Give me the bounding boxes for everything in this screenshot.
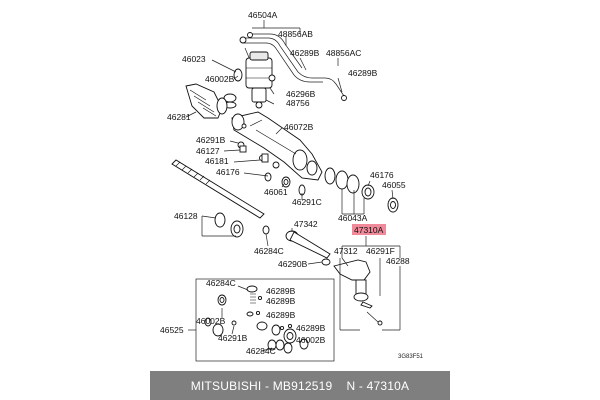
part-number: MB912519 <box>272 378 333 393</box>
valve-housing <box>245 51 276 109</box>
label-47310A[interactable]: 47310A <box>354 225 384 235</box>
label-kit-46284C-bottom[interactable]: 46284C <box>246 346 276 356</box>
part-info-footer: MITSUBISHI - MB912519 N - 47310A <box>150 371 450 400</box>
label-kit-46002B-left[interactable]: 46002B <box>196 316 226 326</box>
label-46127[interactable]: 46127 <box>196 146 220 156</box>
label-46055[interactable]: 46055 <box>382 180 406 190</box>
label-46291C[interactable]: 46291C <box>292 197 322 207</box>
label-46288[interactable]: 46288 <box>386 256 410 266</box>
inner-tie-rod <box>285 230 331 266</box>
label-46176-left[interactable]: 46176 <box>216 167 240 177</box>
label-46281[interactable]: 46281 <box>167 112 191 122</box>
label-48856AB[interactable]: 48856AB <box>278 29 313 39</box>
label-46023[interactable]: 46023 <box>182 54 206 64</box>
label-kit-46289B-2[interactable]: 46289B <box>266 296 296 306</box>
label-46128[interactable]: 46128 <box>174 211 198 221</box>
bellows-boot <box>185 83 228 119</box>
footer-separator-1: - <box>261 378 273 393</box>
label-46002B[interactable]: 46002B <box>205 74 235 84</box>
label-kit-46289B-1[interactable]: 46289B <box>266 286 296 296</box>
seal-kit-box <box>188 278 335 362</box>
label-kit-46289B-4[interactable]: 46289B <box>296 323 326 333</box>
label-46176-right[interactable]: 46176 <box>370 170 394 180</box>
small-parts-middle <box>237 141 306 196</box>
label-kit-46284C-top[interactable]: 46284C <box>206 278 236 288</box>
tie-rod-end <box>333 259 383 326</box>
label-46181[interactable]: 46181 <box>205 156 229 166</box>
leader-lines <box>185 20 401 331</box>
label-46061[interactable]: 46061 <box>264 187 288 197</box>
label-kit-46289B-3[interactable]: 46289B <box>266 310 296 320</box>
label-46504A[interactable]: 46504A <box>248 10 278 20</box>
label-46291F[interactable]: 46291F <box>366 246 395 256</box>
label-kit-46002B-right[interactable]: 46002B <box>296 335 326 345</box>
brand-name: MITSUBISHI <box>190 378 262 393</box>
footer-separator-2 <box>332 379 346 393</box>
hydraulic-pipes <box>239 32 347 101</box>
label-46289B-top[interactable]: 46289B <box>290 48 320 58</box>
label-46289B-right[interactable]: 46289B <box>348 68 378 78</box>
part-labels: 46504A 48856AB 46289B 48856AC 46289B 460… <box>160 10 424 360</box>
label-47342[interactable]: 47342 <box>294 219 318 229</box>
label-kit-46291B[interactable]: 46291B <box>218 333 248 343</box>
label-48756[interactable]: 48756 <box>286 98 310 108</box>
drawing-code: 3G83F51 <box>398 354 424 360</box>
label-46296B[interactable]: 46296B <box>286 89 316 99</box>
label-46290B[interactable]: 46290B <box>278 259 308 269</box>
exploded-parts-diagram: 46504A 48856AB 46289B 48856AC 46289B 460… <box>160 10 424 362</box>
rack-bar <box>171 159 270 238</box>
label-46072B[interactable]: 46072B <box>284 122 314 132</box>
diagram-reference: N - 47310A <box>346 378 410 393</box>
seal-rings-right <box>324 167 399 213</box>
highlight-47310A <box>352 224 386 235</box>
label-46284C[interactable]: 46284C <box>254 246 284 256</box>
label-46525[interactable]: 46525 <box>160 325 184 335</box>
label-46291B[interactable]: 46291B <box>196 135 226 145</box>
label-46043A[interactable]: 46043A <box>338 213 368 223</box>
label-48856AC[interactable]: 48856AC <box>326 48 361 58</box>
gear-housing <box>231 111 323 181</box>
label-47312[interactable]: 47312 <box>334 246 358 256</box>
